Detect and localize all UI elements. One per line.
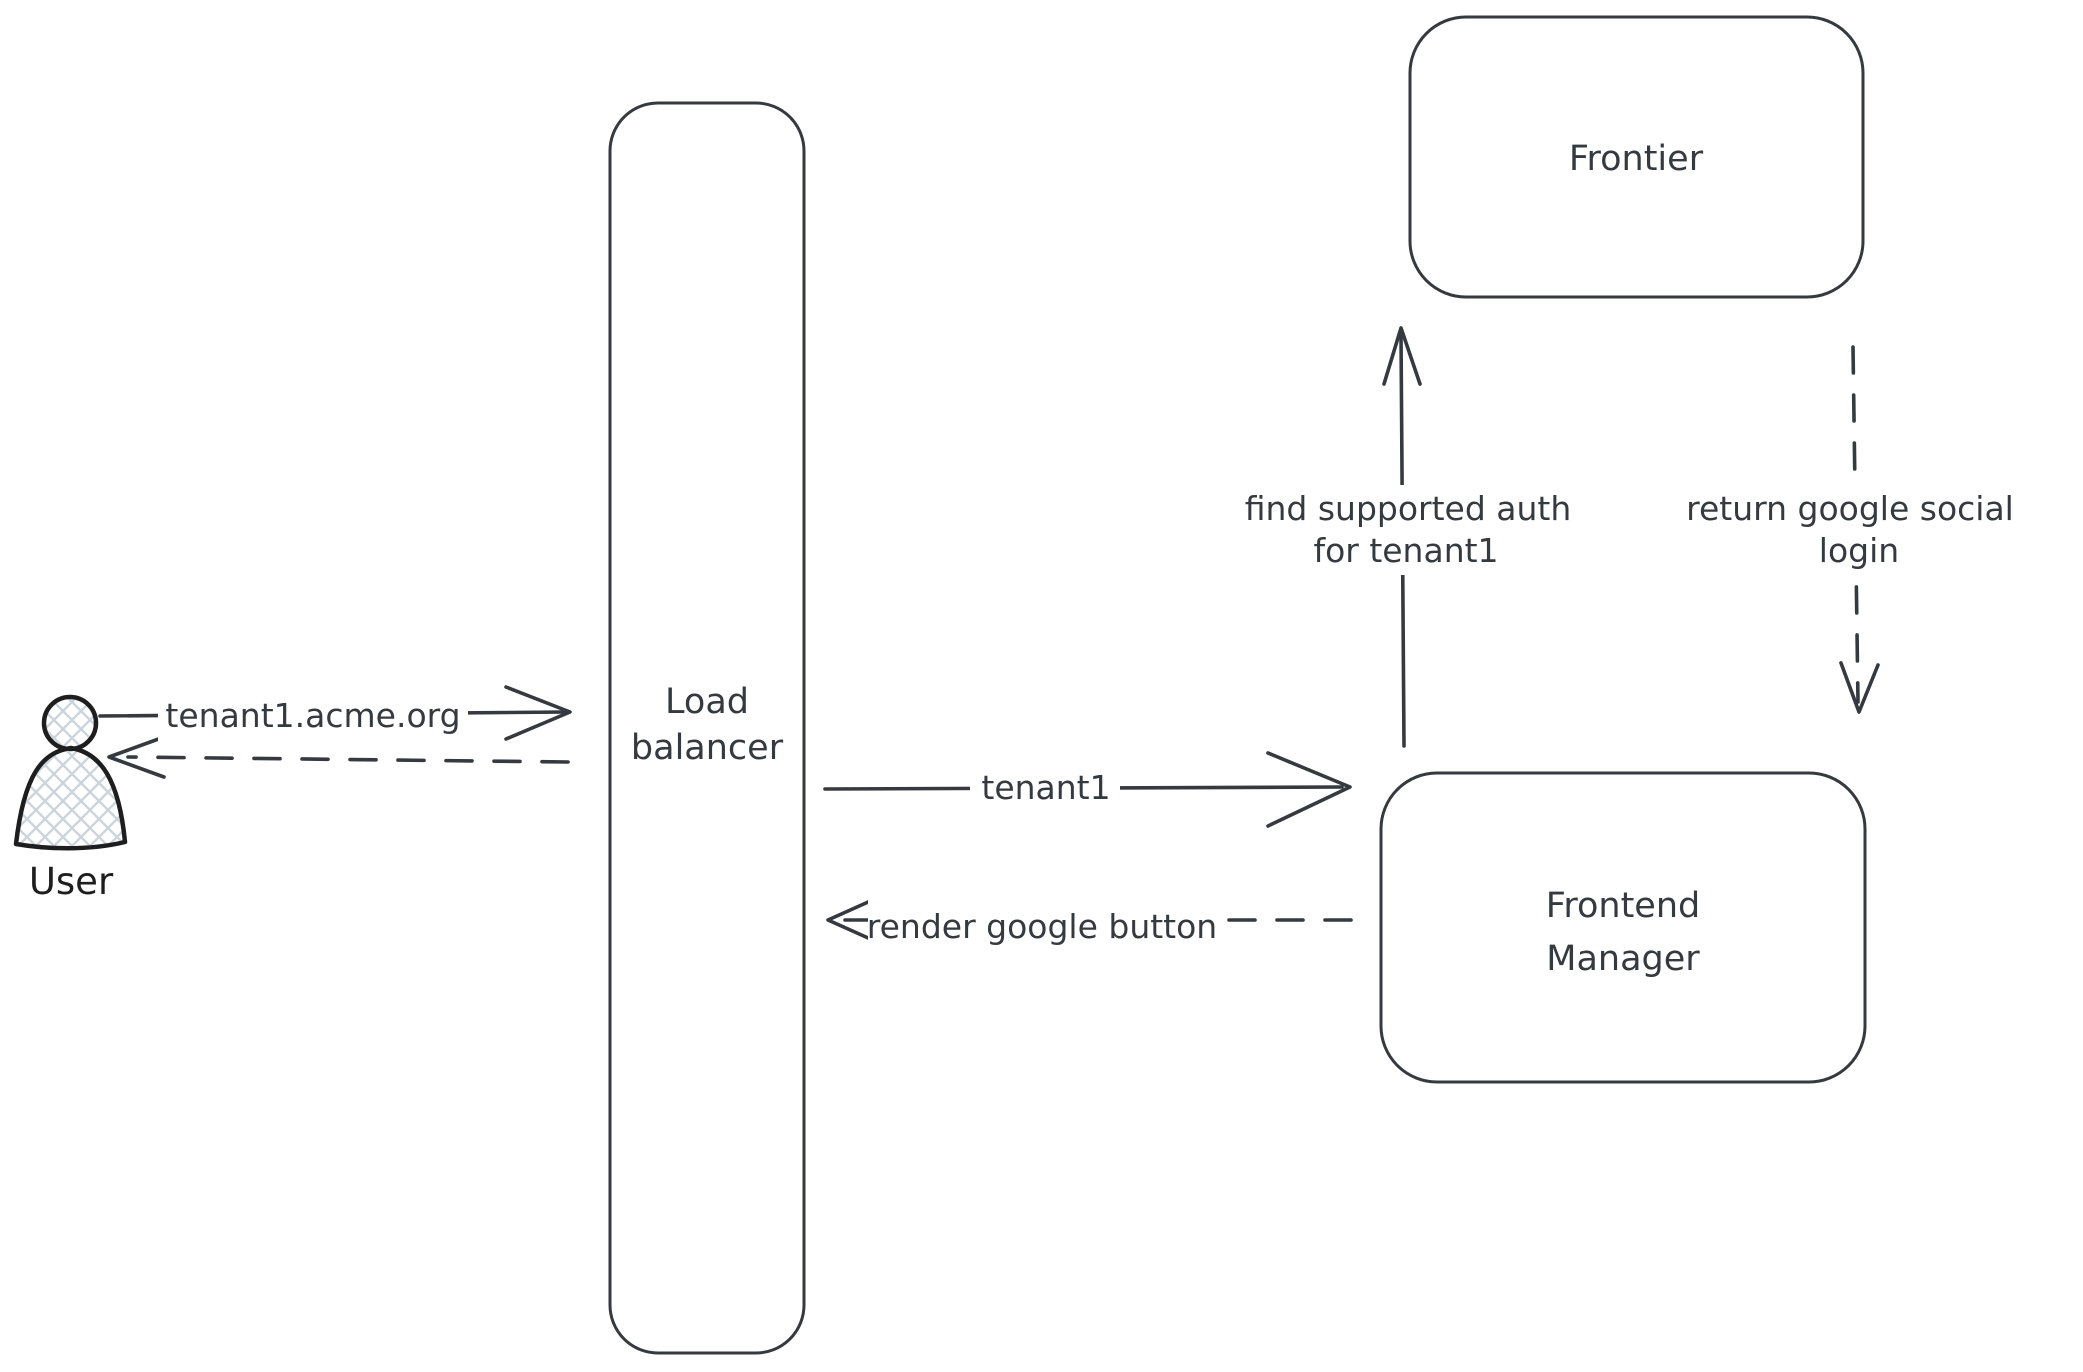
user-label: User [29,860,114,903]
label-mask [158,681,468,743]
arrowhead-left-icon [826,892,888,948]
edge-label-tenant1: tenant1 [981,768,1110,807]
label-mask [868,886,1218,948]
label-mask [1200,485,1618,575]
frontend-manager-label-line2: Manager [1546,939,1700,979]
arrowhead-right-icon [504,685,572,741]
arrow-frontier-to-frontend-manager [1839,345,1880,714]
edge-label-return-google-social-line1: return google social [1686,489,2014,528]
edges-layer [98,326,1880,948]
arrowhead-up-icon [1382,326,1422,386]
load-balancer-label-line1: Load [665,682,749,722]
edge-label-render-google-button: render google button [867,907,1217,946]
load-balancer-label-line2: balancer [631,728,784,768]
arrowhead-left-icon [107,735,166,779]
label-mask [970,755,1120,810]
user-icon [13,694,128,851]
edge-label-tenant1-acme-org: tenant1.acme.org [165,696,460,735]
node-shapes-layer [608,15,1867,1355]
arrowhead-down-icon [1839,661,1880,714]
edge-label-find-supported-auth-line1: find supported auth [1245,489,1572,528]
frontend-manager-box [1379,771,1867,1084]
arrow-line-dashed [126,755,570,764]
frontier-box [1408,15,1865,299]
label-masks-layer [158,485,2058,948]
arrow-line-dashed [1851,345,1860,704]
frontend-manager-label-line1: Frontend [1546,886,1700,926]
frontier-label: Frontier [1569,139,1704,179]
user-body [13,745,128,851]
labels-layer: Load balancer Frontier Frontend Manager … [29,139,2014,979]
arrowhead-right-icon [1266,751,1352,828]
label-mask [1644,485,2058,575]
load-balancer-box [608,101,806,1355]
user-head [41,694,99,752]
arrow-load-balancer-to-user [107,735,570,779]
edge-label-find-supported-auth-line2: for tenant1 [1313,531,1498,570]
edge-label-return-google-social-line2: login [1819,531,1899,570]
